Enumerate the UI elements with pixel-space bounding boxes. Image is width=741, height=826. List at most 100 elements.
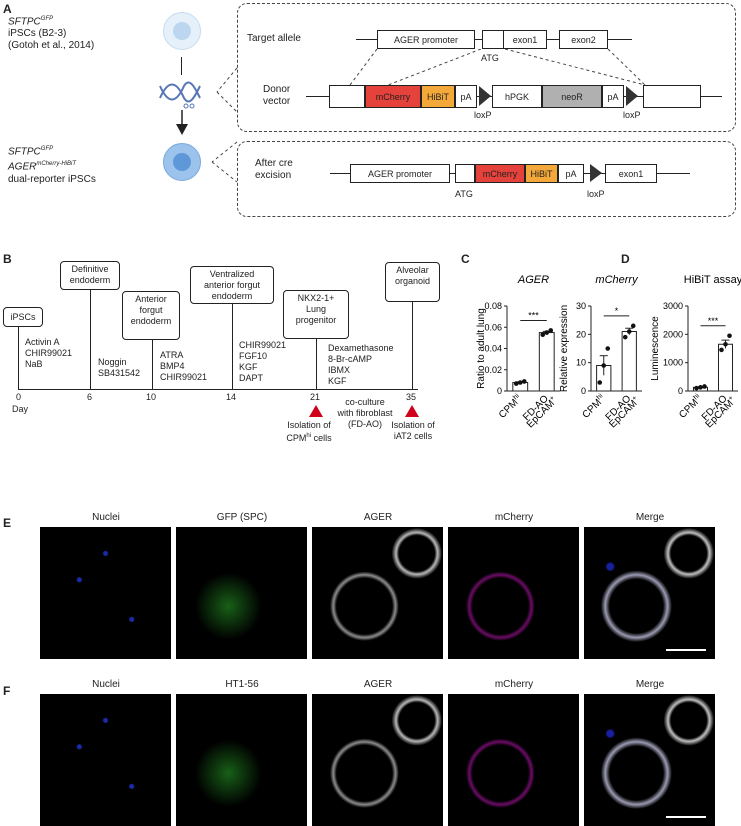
crispr-dna-scissors-icon xyxy=(159,81,201,109)
data-point-2-1-1 xyxy=(723,341,728,347)
day0-tick xyxy=(18,326,19,389)
day21-tick xyxy=(316,338,317,389)
day-axis-label: Day xyxy=(12,404,29,414)
y-tick-label-0-1: 0.02 xyxy=(484,365,502,375)
day10-tick xyxy=(152,339,153,389)
day-0: 0 xyxy=(16,392,22,402)
y-tick-label-1-0: 0 xyxy=(581,386,586,396)
micrograph-image-f-0 xyxy=(40,694,171,826)
exon1-5prime-box-2 xyxy=(455,164,475,183)
isolation-marker-icon-2 xyxy=(405,405,419,417)
down-arrow-icon xyxy=(176,110,188,135)
data-point-0-1-2 xyxy=(548,328,554,333)
micrograph-image-e-1 xyxy=(176,527,307,659)
panel-label-d: D xyxy=(621,252,630,266)
atg-label-2: ATG xyxy=(455,189,473,199)
panel-label-e: E xyxy=(3,516,12,530)
y-tick-label-0-4: 0.08 xyxy=(484,301,502,311)
y-tick-label-1-1: 10 xyxy=(576,358,586,368)
panel-label-f: F xyxy=(3,684,11,698)
dual-reporter-cell-label: SFTPCGFP AGERmCherry-HiBiT dual-reporter… xyxy=(8,146,96,185)
micrograph-title-e-4: Merge xyxy=(635,512,665,523)
exon2-box: exon2 xyxy=(559,30,608,49)
arrow-line-top xyxy=(181,57,182,75)
data-point-0-0-1 xyxy=(517,380,523,385)
micrograph-title-f-4: Merge xyxy=(635,679,665,690)
panel-label-c: C xyxy=(461,252,470,266)
stage-alveolar-organoid: Alveolar organoid xyxy=(385,262,440,302)
micrograph-title-f-0: Nuclei xyxy=(92,679,120,690)
day-35: 35 xyxy=(406,392,417,402)
loxp-label: loxP xyxy=(474,110,492,120)
data-point-1-1-1 xyxy=(626,329,632,334)
scale-bar xyxy=(666,649,706,651)
day14-tick xyxy=(232,303,233,389)
exon1-box: exon1 xyxy=(503,30,547,49)
data-point-1-0-2 xyxy=(605,346,611,351)
significance-label-1: * xyxy=(615,306,619,316)
pa-box-2: pA xyxy=(602,85,624,108)
y-tick-label-2-3: 3000 xyxy=(663,301,683,311)
micrograph-title-e-0: Nuclei xyxy=(92,512,120,523)
y-tick-label-1-3: 30 xyxy=(576,301,586,311)
bar-0-1 xyxy=(538,332,555,392)
scale-bar xyxy=(666,816,706,818)
stage-definitive-endoderm: Definitive endoderm xyxy=(60,261,120,290)
stage-anterior-foregut-endoderm: Anterior forgut endoderm xyxy=(122,291,180,340)
x-tick-label-0-0: CPMhi xyxy=(496,392,524,420)
micrograph-image-e-2 xyxy=(312,527,443,659)
loxp-label-2: loxP xyxy=(623,110,641,120)
loxp-label-3: loxP xyxy=(587,189,605,199)
day6-tick xyxy=(90,289,91,389)
loxp-triangle-icon xyxy=(626,86,638,106)
ager-promoter-box-2: AGER promoter xyxy=(350,164,450,183)
panel-label-b: B xyxy=(3,252,12,266)
data-point-2-0-1 xyxy=(698,385,703,390)
micrograph-image-e-4 xyxy=(584,527,715,659)
y-tick-label-0-0: 0 xyxy=(497,386,502,396)
donor-right-arm-box xyxy=(643,85,701,108)
y-tick-label-1-2: 20 xyxy=(576,329,586,339)
data-point-1-0-1 xyxy=(601,363,607,368)
mcherry-box-2: mCherry xyxy=(475,164,525,183)
ager-promoter-box: AGER promoter xyxy=(377,30,475,49)
target-allele-label: Target allele xyxy=(247,33,301,44)
micrograph-title-e-2: AGER xyxy=(363,512,393,523)
data-point-0-0-0 xyxy=(513,381,519,386)
data-point-1-1-2 xyxy=(630,323,636,329)
parental-cell-label: SFTPCGFP iPSCs (B2-3) (Gotoh et al., 201… xyxy=(8,16,95,52)
parental-ipsc-cell-icon xyxy=(163,12,201,50)
homology-arm-lines xyxy=(349,49,646,86)
data-point-2-0-2 xyxy=(702,384,707,389)
hpgk-box: hPGK xyxy=(492,85,542,108)
isolation-cpm-label: Isolation of CPMhi cells xyxy=(286,420,332,443)
exon1-box-2: exon1 xyxy=(605,164,657,183)
significance-label-0: *** xyxy=(528,310,539,320)
donor-left-arm-box xyxy=(329,85,365,108)
data-point-1-0-0 xyxy=(597,380,603,385)
significance-label-2: *** xyxy=(708,316,719,326)
data-point-0-0-2 xyxy=(521,379,527,384)
day-6: 6 xyxy=(87,392,93,402)
callout-lines xyxy=(211,67,238,183)
day-14: 14 xyxy=(226,392,237,402)
micrograph-title-f-1: HT1-56 xyxy=(225,679,259,690)
timeline-axis xyxy=(18,389,418,390)
dual-reporter-ipsc-cell-icon xyxy=(163,143,201,181)
y-tick-label-2-1: 1000 xyxy=(663,358,683,368)
micrograph-image-f-2 xyxy=(312,694,443,826)
micrograph-image-e-0 xyxy=(40,527,171,659)
data-point-2-0-0 xyxy=(694,385,699,391)
micrograph-image-f-1 xyxy=(176,694,307,826)
micrograph-image-e-3 xyxy=(448,527,579,659)
micrograph-title-e-3: mCherry xyxy=(494,512,534,523)
micrograph-title-f-3: mCherry xyxy=(494,679,534,690)
pa-box-3: pA xyxy=(558,164,584,183)
pa-box: pA xyxy=(455,85,477,108)
y-tick-label-2-2: 2000 xyxy=(663,329,683,339)
